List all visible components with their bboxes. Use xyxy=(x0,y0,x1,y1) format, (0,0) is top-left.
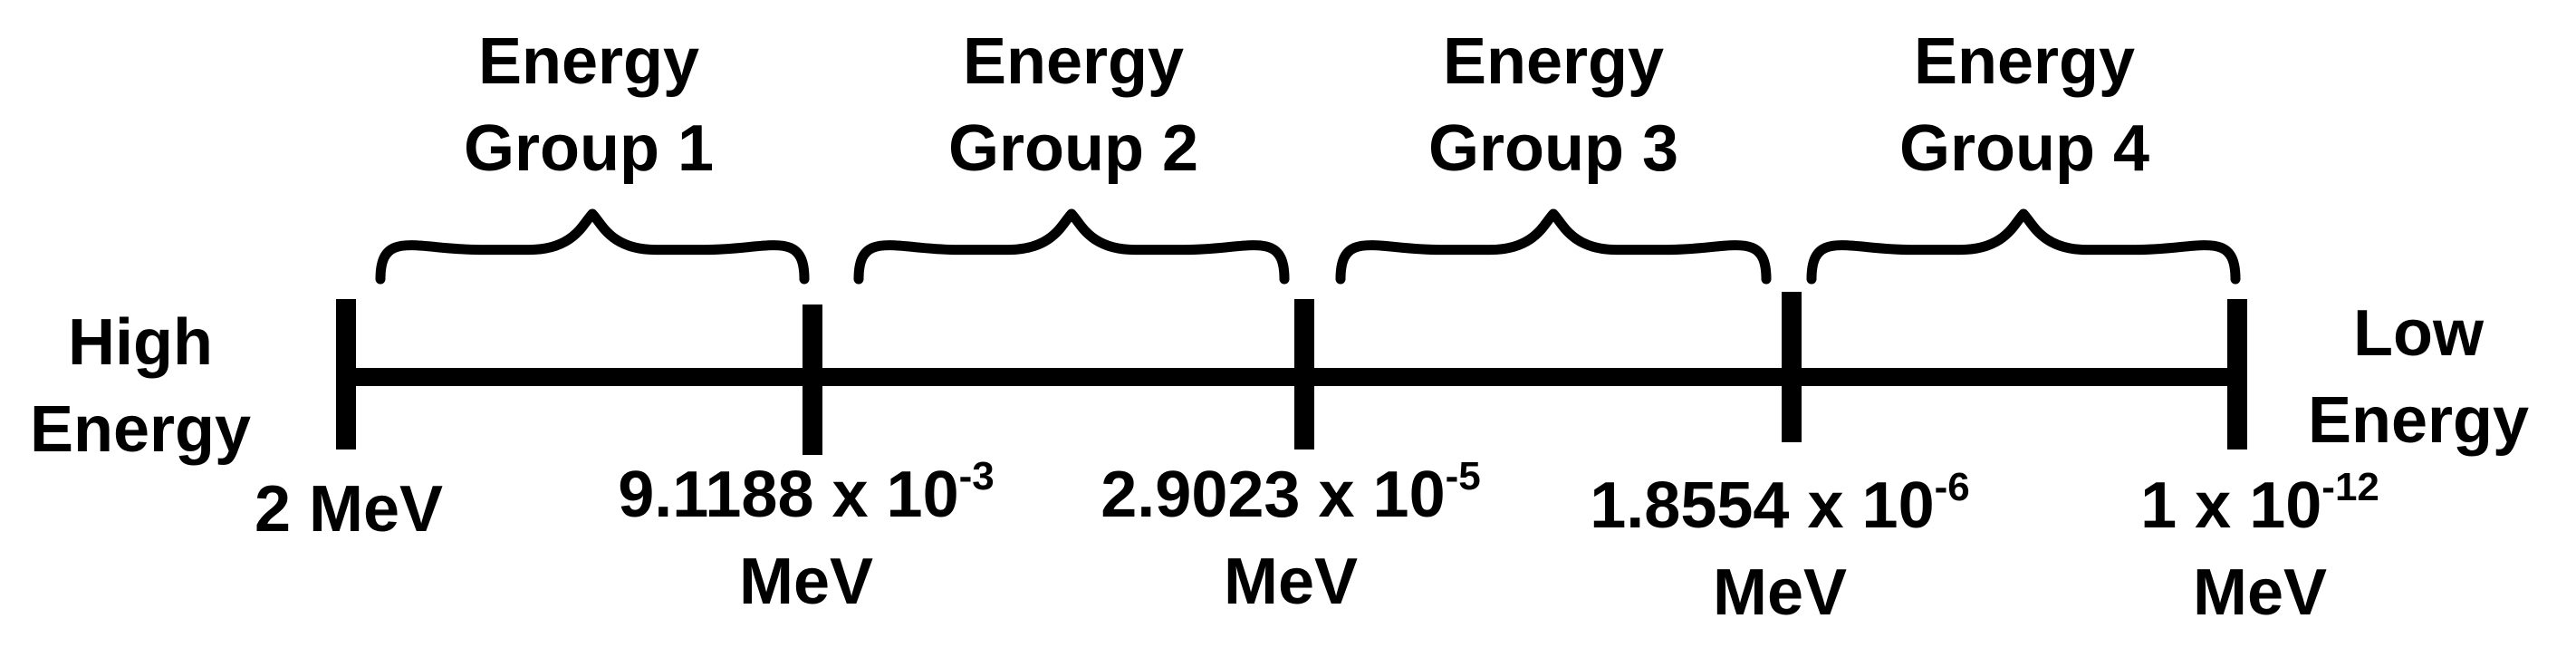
group-label: Energy Group 1 xyxy=(463,25,714,185)
boundary-label: 1.8554 x 10-6 MeV xyxy=(1590,465,1970,630)
boundary-label: 2 MeV xyxy=(254,473,444,546)
high-energy-label: High Energy xyxy=(29,306,252,466)
group-brace xyxy=(1806,208,2241,285)
boundary-label: 2.9023 x 10-5 MeV xyxy=(1101,454,1481,619)
group-braces xyxy=(375,208,2241,285)
low-energy-label: Low Energy xyxy=(2307,297,2530,457)
group-label: Energy Group 3 xyxy=(1427,25,1678,185)
group-brace xyxy=(1335,208,1772,285)
group-label: Energy Group 4 xyxy=(1898,25,2149,185)
boundary-ticks xyxy=(336,292,2247,455)
boundary-label: 1 x 10-12 MeV xyxy=(2140,465,2379,630)
group-brace xyxy=(853,208,1290,285)
boundary-label: 9.1188 x 10-3 MeV xyxy=(618,454,995,619)
group-brace xyxy=(375,208,810,285)
group-label: Energy Group 2 xyxy=(947,25,1198,185)
